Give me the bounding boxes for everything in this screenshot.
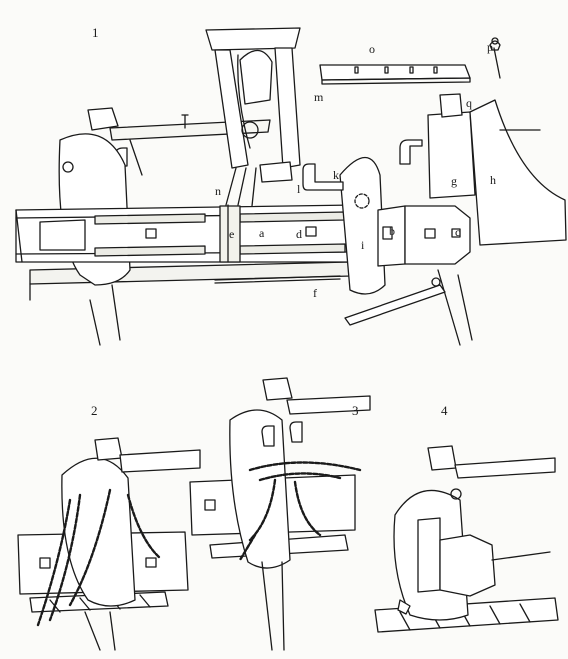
figure-4-drawing xyxy=(374,445,559,633)
label-e: e xyxy=(229,227,235,241)
label-d: d xyxy=(296,227,302,241)
label-c: c xyxy=(455,225,461,239)
label-i: i xyxy=(361,238,365,252)
figure-1-drawing xyxy=(15,27,567,346)
label-l: l xyxy=(297,182,301,196)
figure-2-drawing xyxy=(17,437,201,651)
figure-4-number: 4 xyxy=(441,403,448,418)
label-h: h xyxy=(490,173,496,187)
figure-3-drawing xyxy=(189,377,371,651)
label-m: m xyxy=(314,90,324,104)
label-o: o xyxy=(369,42,375,56)
label-g: g xyxy=(451,174,457,188)
figure-3-number: 3 xyxy=(352,403,359,418)
label-f: f xyxy=(313,286,317,300)
label-p: p xyxy=(487,40,493,54)
figure-2-number: 2 xyxy=(91,403,98,418)
label-n: n xyxy=(215,184,221,198)
label-a: a xyxy=(259,226,265,240)
figure-1-number: 1 xyxy=(92,25,99,40)
label-b: b xyxy=(389,224,395,238)
label-q: q xyxy=(466,96,472,110)
label-k: k xyxy=(333,168,339,182)
